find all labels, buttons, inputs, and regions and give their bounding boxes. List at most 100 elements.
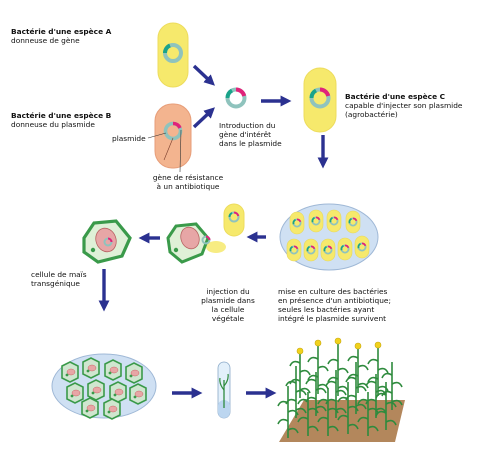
maize-leaf [345, 376, 357, 383]
maize-leaf [377, 385, 389, 392]
culture-label-2: en présence d'un antibiotique; [278, 296, 391, 305]
bacterium-a [157, 22, 189, 88]
maize-tassel [296, 347, 304, 355]
maize-leaf [385, 419, 397, 426]
maize-leaf [289, 360, 301, 367]
maize-leaf [317, 365, 329, 372]
maize-leaf [299, 387, 311, 394]
maize-cell-label-1: cellule de maïs [31, 270, 87, 279]
maize-leaf [327, 376, 339, 383]
injection-bridge [206, 241, 226, 253]
maize-leaf [307, 425, 319, 432]
maize-leaf [317, 383, 329, 390]
maize-leaf [325, 380, 337, 387]
recombinant-plasmid [225, 87, 247, 109]
maize-leaf [277, 418, 289, 425]
bacterium-c-title: Bactérie d'une espèce C [345, 92, 446, 101]
plasmid-pointer [147, 132, 167, 139]
maize-leaf [327, 425, 339, 432]
maize-leaf [355, 403, 367, 410]
arrow-a-to-plasmid [192, 64, 215, 86]
resistance-pointer [179, 129, 182, 173]
injection-label-2: plasmide dans [201, 296, 255, 305]
maize-leaf [307, 374, 319, 381]
maize-leaf [337, 414, 349, 421]
resistance-gene-label-1: gène de résistance [152, 173, 224, 182]
maize-leaf [365, 398, 377, 405]
maize-leaf [277, 400, 289, 407]
maize-leaf [367, 407, 379, 414]
introduction-label-2: gène d'intérêt [219, 130, 272, 139]
maize-leaf [299, 369, 311, 376]
culture-petri-dish [279, 203, 379, 271]
maize-leaf [327, 358, 339, 365]
bacterium-b [154, 103, 192, 169]
maize-leaf [305, 378, 317, 385]
maize-leaf [365, 380, 377, 387]
plasmid-label: plasmide [112, 134, 146, 143]
maize-leaf [391, 381, 403, 388]
test-tube-plantlet [217, 361, 231, 419]
maize-leaf [347, 423, 359, 430]
injection-label-1: injection du [206, 287, 250, 296]
bacterium-a-subtitle: donneuse de gène [11, 36, 80, 45]
maize-cell-label-2: transgénique [31, 279, 80, 288]
maize-field [277, 337, 405, 442]
maize-leaf [295, 407, 307, 414]
maize-leaf [287, 409, 299, 416]
maize-tassel [334, 337, 342, 345]
maize-leaf [315, 405, 327, 412]
arrow-b-to-plasmid [192, 107, 215, 129]
maize-leaf [335, 407, 347, 414]
cell-culture-dish [51, 353, 157, 420]
maize-leaf [335, 389, 347, 396]
maize-leaf [367, 358, 379, 365]
maize-leaf [357, 364, 369, 371]
maize-leaf [307, 407, 319, 414]
maize-leaf [307, 356, 319, 363]
maize-leaf [287, 427, 299, 434]
maize-leaf [391, 399, 403, 406]
maize-leaf [357, 382, 369, 389]
maize-leaf [385, 401, 397, 408]
injection-label-4: végétale [211, 314, 245, 323]
maize-leaf [337, 396, 349, 403]
maize-leaf [367, 376, 379, 383]
maize-leaf [375, 410, 387, 417]
maize-leaf [355, 385, 367, 392]
injecting-bacterium [223, 203, 245, 237]
bacterium-a-title: Bactérie d'une espèce A [11, 27, 112, 36]
introduction-label-3: dans le plasmide [219, 139, 282, 148]
maize-leaf [297, 416, 309, 423]
maize-leaf [325, 398, 337, 405]
culture-label-4: intégré le plasmide survivent [278, 314, 387, 323]
transgenic-maize-cell [82, 219, 132, 264]
maize-leaf [337, 367, 349, 374]
maize-leaf [315, 387, 327, 394]
maize-leaf [357, 398, 369, 405]
culture-label-1: mise en culture des bactéries [278, 287, 388, 296]
bacterium-b-title: Bactérie d'une espèce B [11, 111, 112, 120]
plant-cell-injection [166, 222, 211, 264]
bacterium-c-line-2: (agrobactérie) [345, 110, 398, 119]
maize-leaf [285, 380, 297, 387]
maize-leaf [317, 398, 329, 405]
introduction-label-1: Introduction du [219, 121, 276, 130]
maize-leaf [375, 392, 387, 399]
maize-leaf [381, 372, 393, 379]
injection-label-3: la cellule [211, 305, 245, 314]
maize-leaf [347, 405, 359, 412]
maize-leaf [327, 407, 339, 414]
maize-leaf [289, 378, 301, 385]
bacterium-c [303, 67, 337, 133]
maize-tassel [374, 341, 382, 349]
maize-leaf [377, 367, 389, 374]
resistance-gene-label-2: à un antibiotique [156, 182, 220, 191]
maize-leaf [297, 398, 309, 405]
maize-tassel [314, 339, 322, 347]
maize-leaf [295, 389, 307, 396]
culture-label-3: seules les bactéries ayant [278, 305, 375, 314]
maize-leaf [367, 425, 379, 432]
maize-leaf [357, 416, 369, 423]
